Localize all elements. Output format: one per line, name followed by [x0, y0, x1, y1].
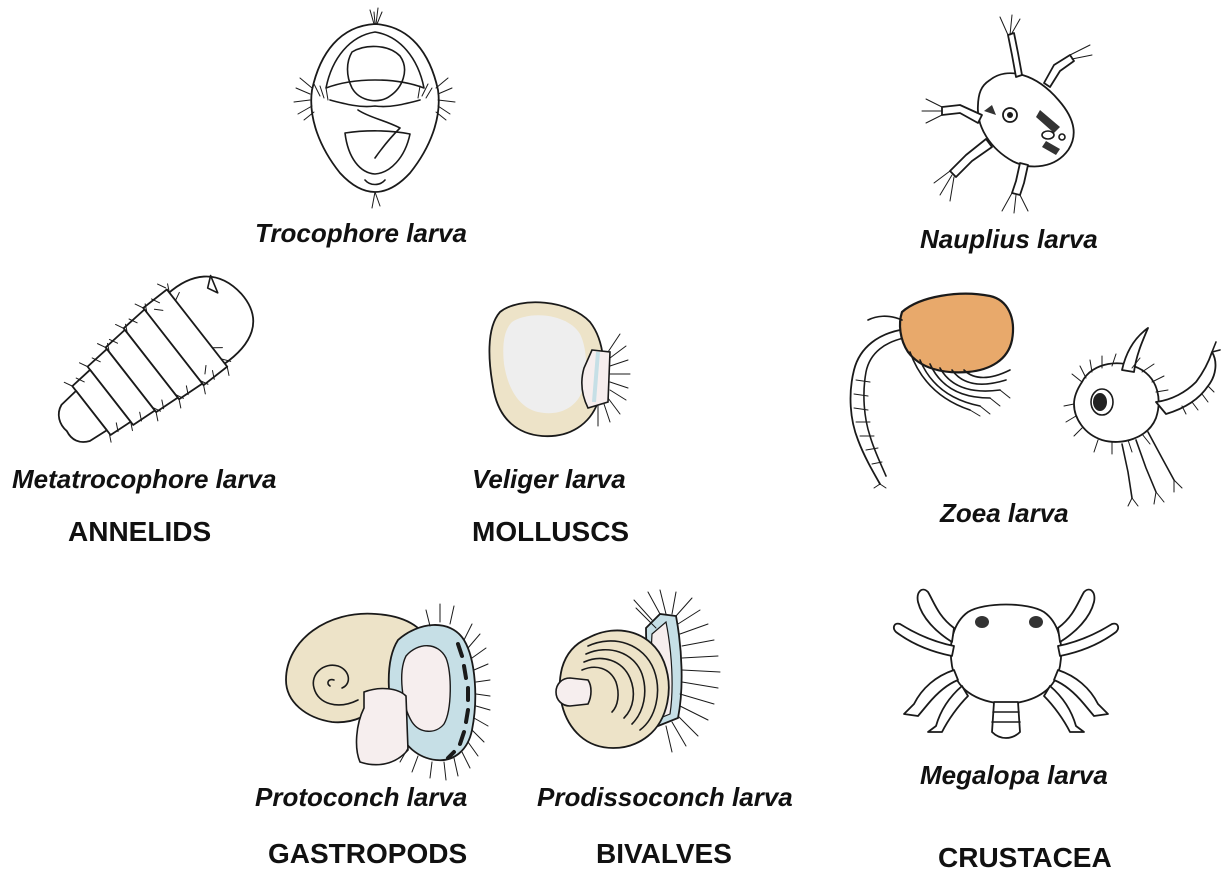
zoea-larva-label: Zoea larva	[940, 498, 1069, 529]
molluscs-group-label: MOLLUSCS	[472, 516, 629, 548]
prodissoconch-larva-illustration	[548, 588, 748, 773]
bivalves-group-label: BIVALVES	[596, 838, 732, 870]
metatrocophore-larva-illustration	[35, 262, 280, 452]
prodissoconch-larva-label: Prodissoconch larva	[537, 782, 793, 813]
veliger-larva-illustration	[480, 292, 640, 442]
crustacea-group-label: CRUSTACEA	[938, 842, 1112, 874]
trocophore-larva-label: Trocophore larva	[255, 218, 467, 249]
protoconch-larva-illustration	[268, 600, 490, 780]
gastropods-group-label: GASTROPODS	[268, 838, 467, 870]
veliger-larva-label: Veliger larva	[472, 464, 626, 495]
zoea-larva-illustration-right	[1062, 322, 1222, 507]
megalopa-larva-label: Megalopa larva	[920, 760, 1108, 791]
zoea-larva-illustration-left	[840, 290, 1030, 490]
annelids-group-label: ANNELIDS	[68, 516, 211, 548]
megalopa-larva-illustration	[888, 582, 1124, 747]
nauplius-larva-label: Nauplius larva	[920, 224, 1098, 255]
metatrocophore-larva-label: Metatrocophore larva	[12, 464, 276, 495]
nauplius-larva-illustration	[920, 15, 1110, 215]
protoconch-larva-label: Protoconch larva	[255, 782, 467, 813]
trocophore-larva-illustration	[290, 8, 460, 213]
